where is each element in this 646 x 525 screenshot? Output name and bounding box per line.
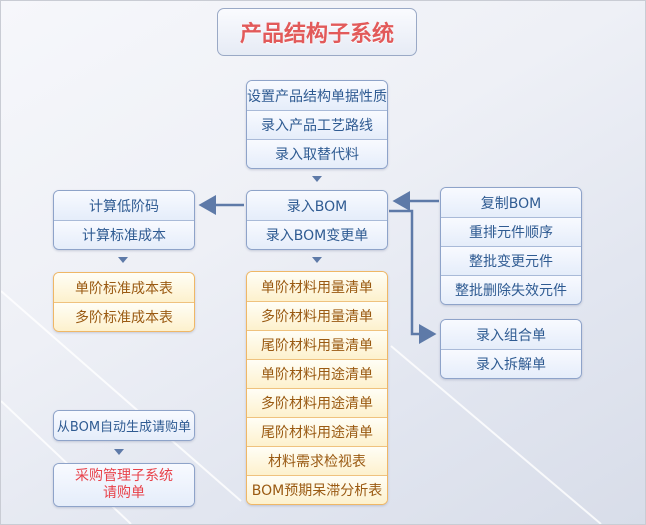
bom-group: 录入BOM 录入BOM变更单 xyxy=(246,190,388,250)
set-doc-property[interactable]: 设置产品结构单据性质 xyxy=(247,81,387,110)
bg-streak xyxy=(1,290,242,502)
auto-requisition-group: 从BOM自动生成请购单 xyxy=(53,410,195,441)
diagram-title: 产品结构子系统 xyxy=(217,8,417,56)
cost-reports-group: 单阶标准成本表 多阶标准成本表 xyxy=(53,272,195,332)
calc-low-level-code[interactable]: 计算低阶码 xyxy=(54,191,194,220)
calc-standard-cost[interactable]: 计算标准成本 xyxy=(54,220,194,249)
bom-report-item[interactable]: 单阶材料用途清单 xyxy=(247,359,387,388)
bom-report-item[interactable]: 单阶材料用量清单 xyxy=(247,272,387,301)
purchase-requisition[interactable]: 采购管理子系统请购单 xyxy=(54,464,194,506)
down-arrow-icon xyxy=(114,449,124,455)
bom-report-item[interactable]: 尾阶材料用途清单 xyxy=(247,417,387,446)
reorder-components[interactable]: 重排元件顺序 xyxy=(441,217,581,246)
enter-routing[interactable]: 录入产品工艺路线 xyxy=(247,110,387,139)
purchase-requisition-group: 采购管理子系统请购单 xyxy=(53,463,195,507)
single-level-cost-report[interactable]: 单阶标准成本表 xyxy=(54,273,194,302)
enter-substitute[interactable]: 录入取替代料 xyxy=(247,139,387,168)
down-arrow-icon xyxy=(312,176,322,182)
purchase-line2: 请购单 xyxy=(103,485,145,501)
enter-bom[interactable]: 录入BOM xyxy=(247,191,387,220)
bom-report-item[interactable]: 多阶材料用途清单 xyxy=(247,388,387,417)
down-arrow-icon xyxy=(312,257,322,263)
enter-assembly[interactable]: 录入组合单 xyxy=(441,320,581,349)
calc-group: 计算低阶码 计算标准成本 xyxy=(53,190,195,250)
bom-reports-group: 单阶材料用量清单 多阶材料用量清单 尾阶材料用量清单 单阶材料用途清单 多阶材料… xyxy=(246,271,388,505)
bg-streak xyxy=(390,345,602,524)
multi-level-cost-report[interactable]: 多阶标准成本表 xyxy=(54,302,194,331)
bom-report-item[interactable]: 材料需求检视表 xyxy=(247,446,387,475)
down-arrow-icon xyxy=(118,257,128,263)
enter-disassembly[interactable]: 录入拆解单 xyxy=(441,349,581,378)
copy-bom[interactable]: 复制BOM xyxy=(441,188,581,217)
bom-report-item[interactable]: 多阶材料用量清单 xyxy=(247,301,387,330)
top-group: 设置产品结构单据性质 录入产品工艺路线 录入取替代料 xyxy=(246,80,388,169)
purchase-line1: 采购管理子系统 xyxy=(75,468,173,484)
bom-report-item[interactable]: 尾阶材料用量清单 xyxy=(247,330,387,359)
bom-report-item[interactable]: BOM预期呆滞分析表 xyxy=(247,475,387,504)
auto-requisition-from-bom[interactable]: 从BOM自动生成请购单 xyxy=(54,411,194,440)
arrow-bom-to-assembly xyxy=(389,209,437,344)
bom-tools-group: 复制BOM 重排元件顺序 整批变更元件 整批删除失效元件 xyxy=(440,187,582,305)
enter-bom-change[interactable]: 录入BOM变更单 xyxy=(247,220,387,249)
batch-delete-expired[interactable]: 整批删除失效元件 xyxy=(441,275,581,304)
assembly-group: 录入组合单 录入拆解单 xyxy=(440,319,582,379)
batch-change-components[interactable]: 整批变更元件 xyxy=(441,246,581,275)
